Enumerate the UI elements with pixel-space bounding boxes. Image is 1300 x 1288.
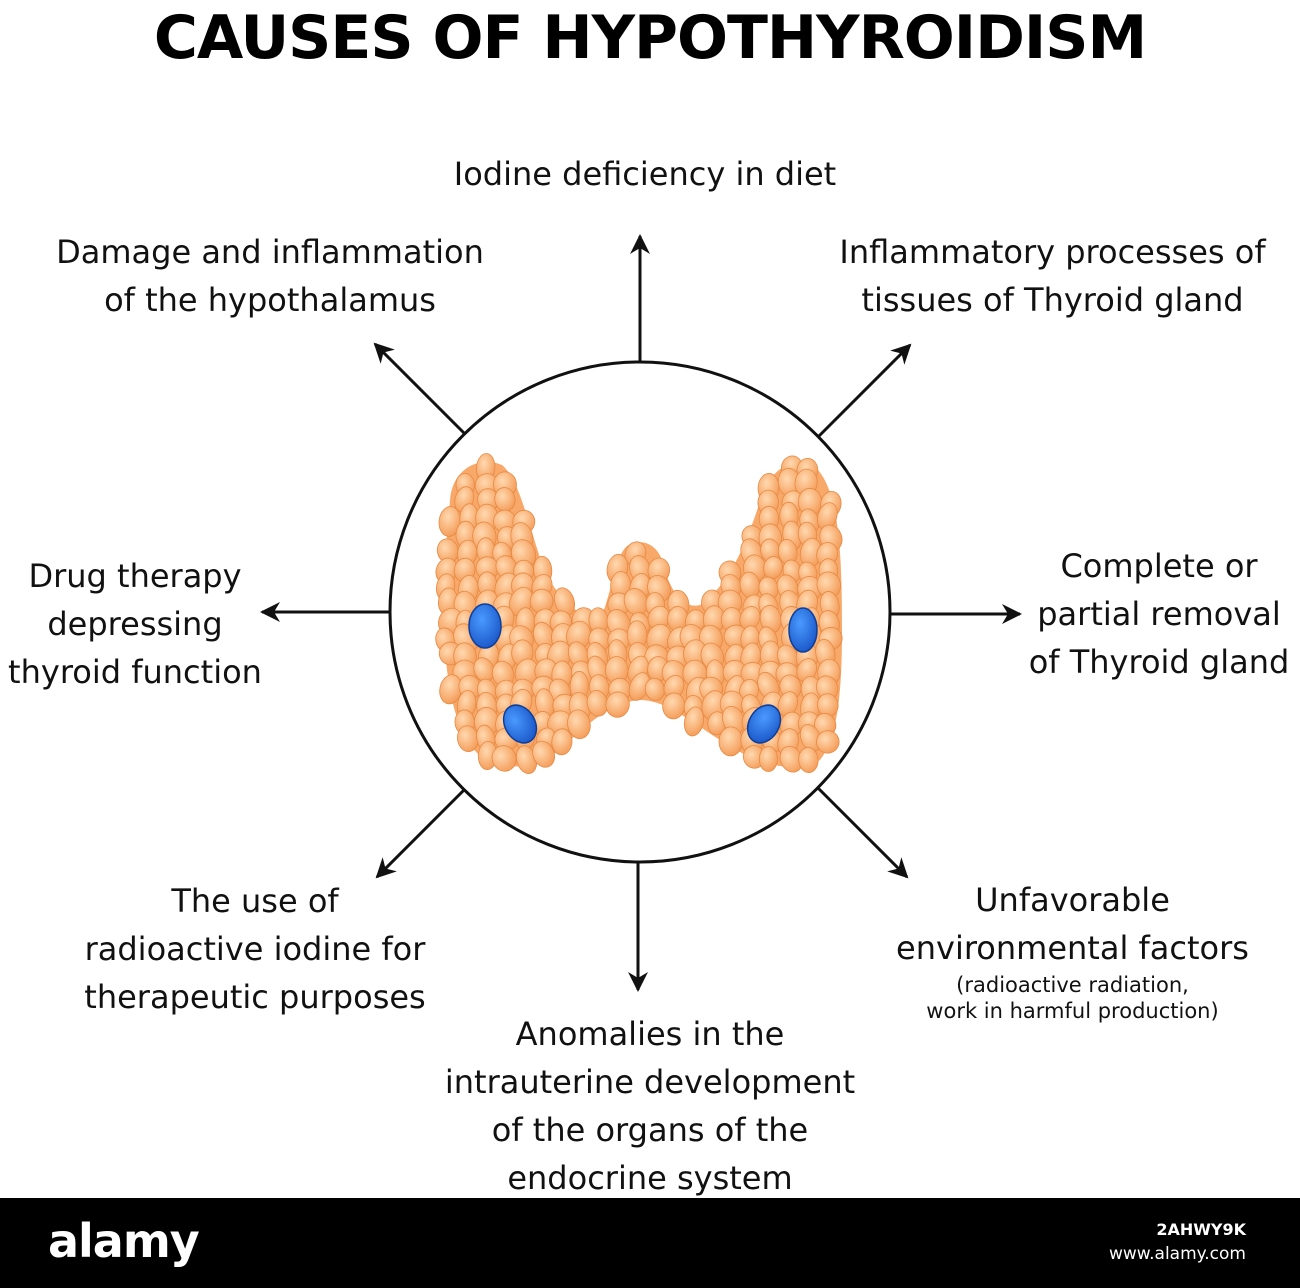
cause-left-line: depressing: [0, 600, 270, 648]
cause-bottom-left: The use of radioactive iodine for therap…: [60, 877, 450, 1021]
arrow-top-right: [817, 345, 910, 438]
cause-bottom-right-line: environmental factors: [880, 924, 1265, 972]
cause-top-right: Inflammatory processes of tissues of Thy…: [820, 228, 1285, 324]
cause-bottom-right-note: work in harmful production): [880, 998, 1265, 1024]
cause-bottom-right: Unfavorable environmental factors (radio…: [880, 876, 1265, 1024]
cause-bottom-right-line: Unfavorable: [880, 876, 1265, 924]
arrow-bottom-left: [377, 789, 465, 877]
cause-right-line: partial removal: [1018, 590, 1300, 638]
cause-bottom-line: of the organs of the: [420, 1106, 880, 1154]
cause-right: Complete or partial removal of Thyroid g…: [1018, 542, 1300, 686]
cause-top-left-line: Damage and inflammation: [30, 228, 510, 276]
parathyroid-gland: [789, 608, 817, 652]
parathyroid-gland: [469, 604, 501, 648]
cause-bottom-line: Anomalies in the: [420, 1010, 880, 1058]
cause-right-line: of Thyroid gland: [1018, 638, 1300, 686]
cause-left: Drug therapy depressing thyroid function: [0, 552, 270, 696]
cause-bottom-right-note: (radioactive radiation,: [880, 972, 1265, 998]
cause-left-line: thyroid function: [0, 648, 270, 696]
cause-right-line: Complete or: [1018, 542, 1300, 590]
brand-logo: alamy: [48, 1214, 199, 1268]
cause-bottom-left-line: therapeutic purposes: [60, 973, 450, 1021]
cause-bottom-line: intrauterine development: [420, 1058, 880, 1106]
cause-top-left: Damage and inflammation of the hypothala…: [30, 228, 510, 324]
image-id: 2AHWY9K: [1156, 1220, 1246, 1239]
cause-top-right-line: Inflammatory processes of: [820, 228, 1285, 276]
cause-left-line: Drug therapy: [0, 552, 270, 600]
cause-top: Iodine deficiency in diet: [400, 150, 890, 198]
cause-bottom-left-line: radioactive iodine for: [60, 925, 450, 973]
cause-top-line: Iodine deficiency in diet: [400, 150, 890, 198]
arrow-top-left: [375, 344, 465, 434]
cause-bottom-line: endocrine system: [420, 1154, 880, 1202]
watermark-bar: alamy 2AHWY9K www.alamy.com: [0, 1198, 1300, 1288]
cause-top-right-line: tissues of Thyroid gland: [820, 276, 1285, 324]
site-url: www.alamy.com: [1109, 1244, 1246, 1264]
cause-bottom-left-line: The use of: [60, 877, 450, 925]
arrow-bottom-right: [817, 787, 907, 877]
cause-top-left-line: of the hypothalamus: [30, 276, 510, 324]
thyroid-lobule: [759, 746, 778, 771]
cause-bottom: Anomalies in the intrauterine developmen…: [420, 1010, 880, 1202]
